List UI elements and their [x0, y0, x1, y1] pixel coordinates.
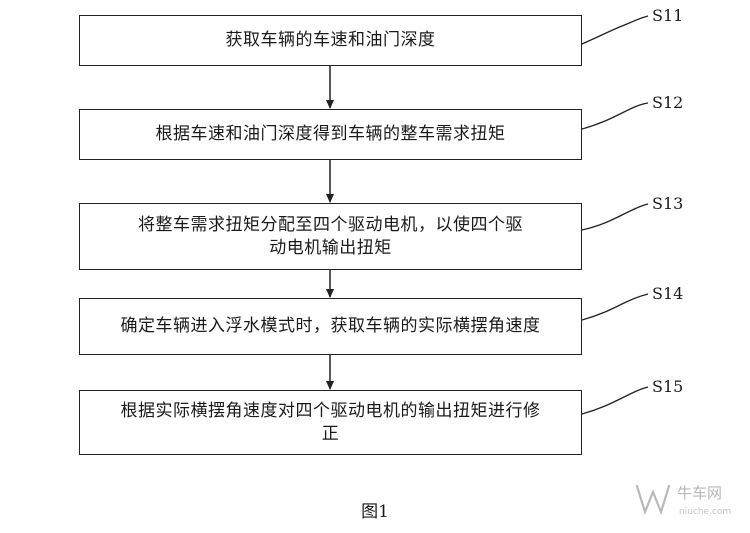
leader-line-s13	[581, 203, 649, 231]
step-label-s14: S14	[652, 284, 684, 303]
step-box-s15: 根据实际横摆角速度对四个驱动电机的输出扭矩进行修正	[79, 390, 582, 455]
step-box-s11: 获取车辆的车速和油门深度	[79, 15, 582, 66]
step-text-s14: 确定车辆进入浮水模式时，获取车辆的实际横摆角速度	[120, 316, 541, 336]
step-label-s13: S13	[652, 194, 684, 213]
step-text-s15: 根据实际横摆角速度对四个驱动电机的输出扭矩进行修正	[120, 400, 541, 444]
step-box-s13: 将整车需求扭矩分配至四个驱动电机，以使四个驱动电机输出扭矩	[79, 203, 582, 270]
step-text-s13: 将整车需求扭矩分配至四个驱动电机，以使四个驱动电机输出扭矩	[138, 214, 523, 258]
watermark-sub-text: niuche.com	[679, 507, 731, 517]
watermark-logo-mark	[635, 484, 671, 516]
step-text-s11: 获取车辆的车速和油门深度	[225, 30, 436, 50]
step-label-s11: S11	[652, 6, 684, 25]
leader-line-s15	[581, 386, 649, 415]
leader-line-s12	[581, 102, 649, 130]
step-label-s12: S12	[652, 93, 684, 112]
leader-line-s14	[581, 293, 649, 321]
step-box-s12: 根据车速和油门深度得到车辆的整车需求扭矩	[79, 109, 582, 160]
watermark-logo: 牛车网 niuche.com	[635, 484, 731, 517]
step-label-s15: S15	[652, 377, 684, 396]
figure-caption: 图1	[361, 502, 389, 522]
watermark-main-text: 牛车网	[677, 484, 722, 502]
step-box-s14: 确定车辆进入浮水模式时，获取车辆的实际横摆角速度	[79, 298, 582, 355]
leader-line-s11	[581, 15, 649, 45]
step-text-s12: 根据车速和油门深度得到车辆的整车需求扭矩	[155, 124, 506, 144]
